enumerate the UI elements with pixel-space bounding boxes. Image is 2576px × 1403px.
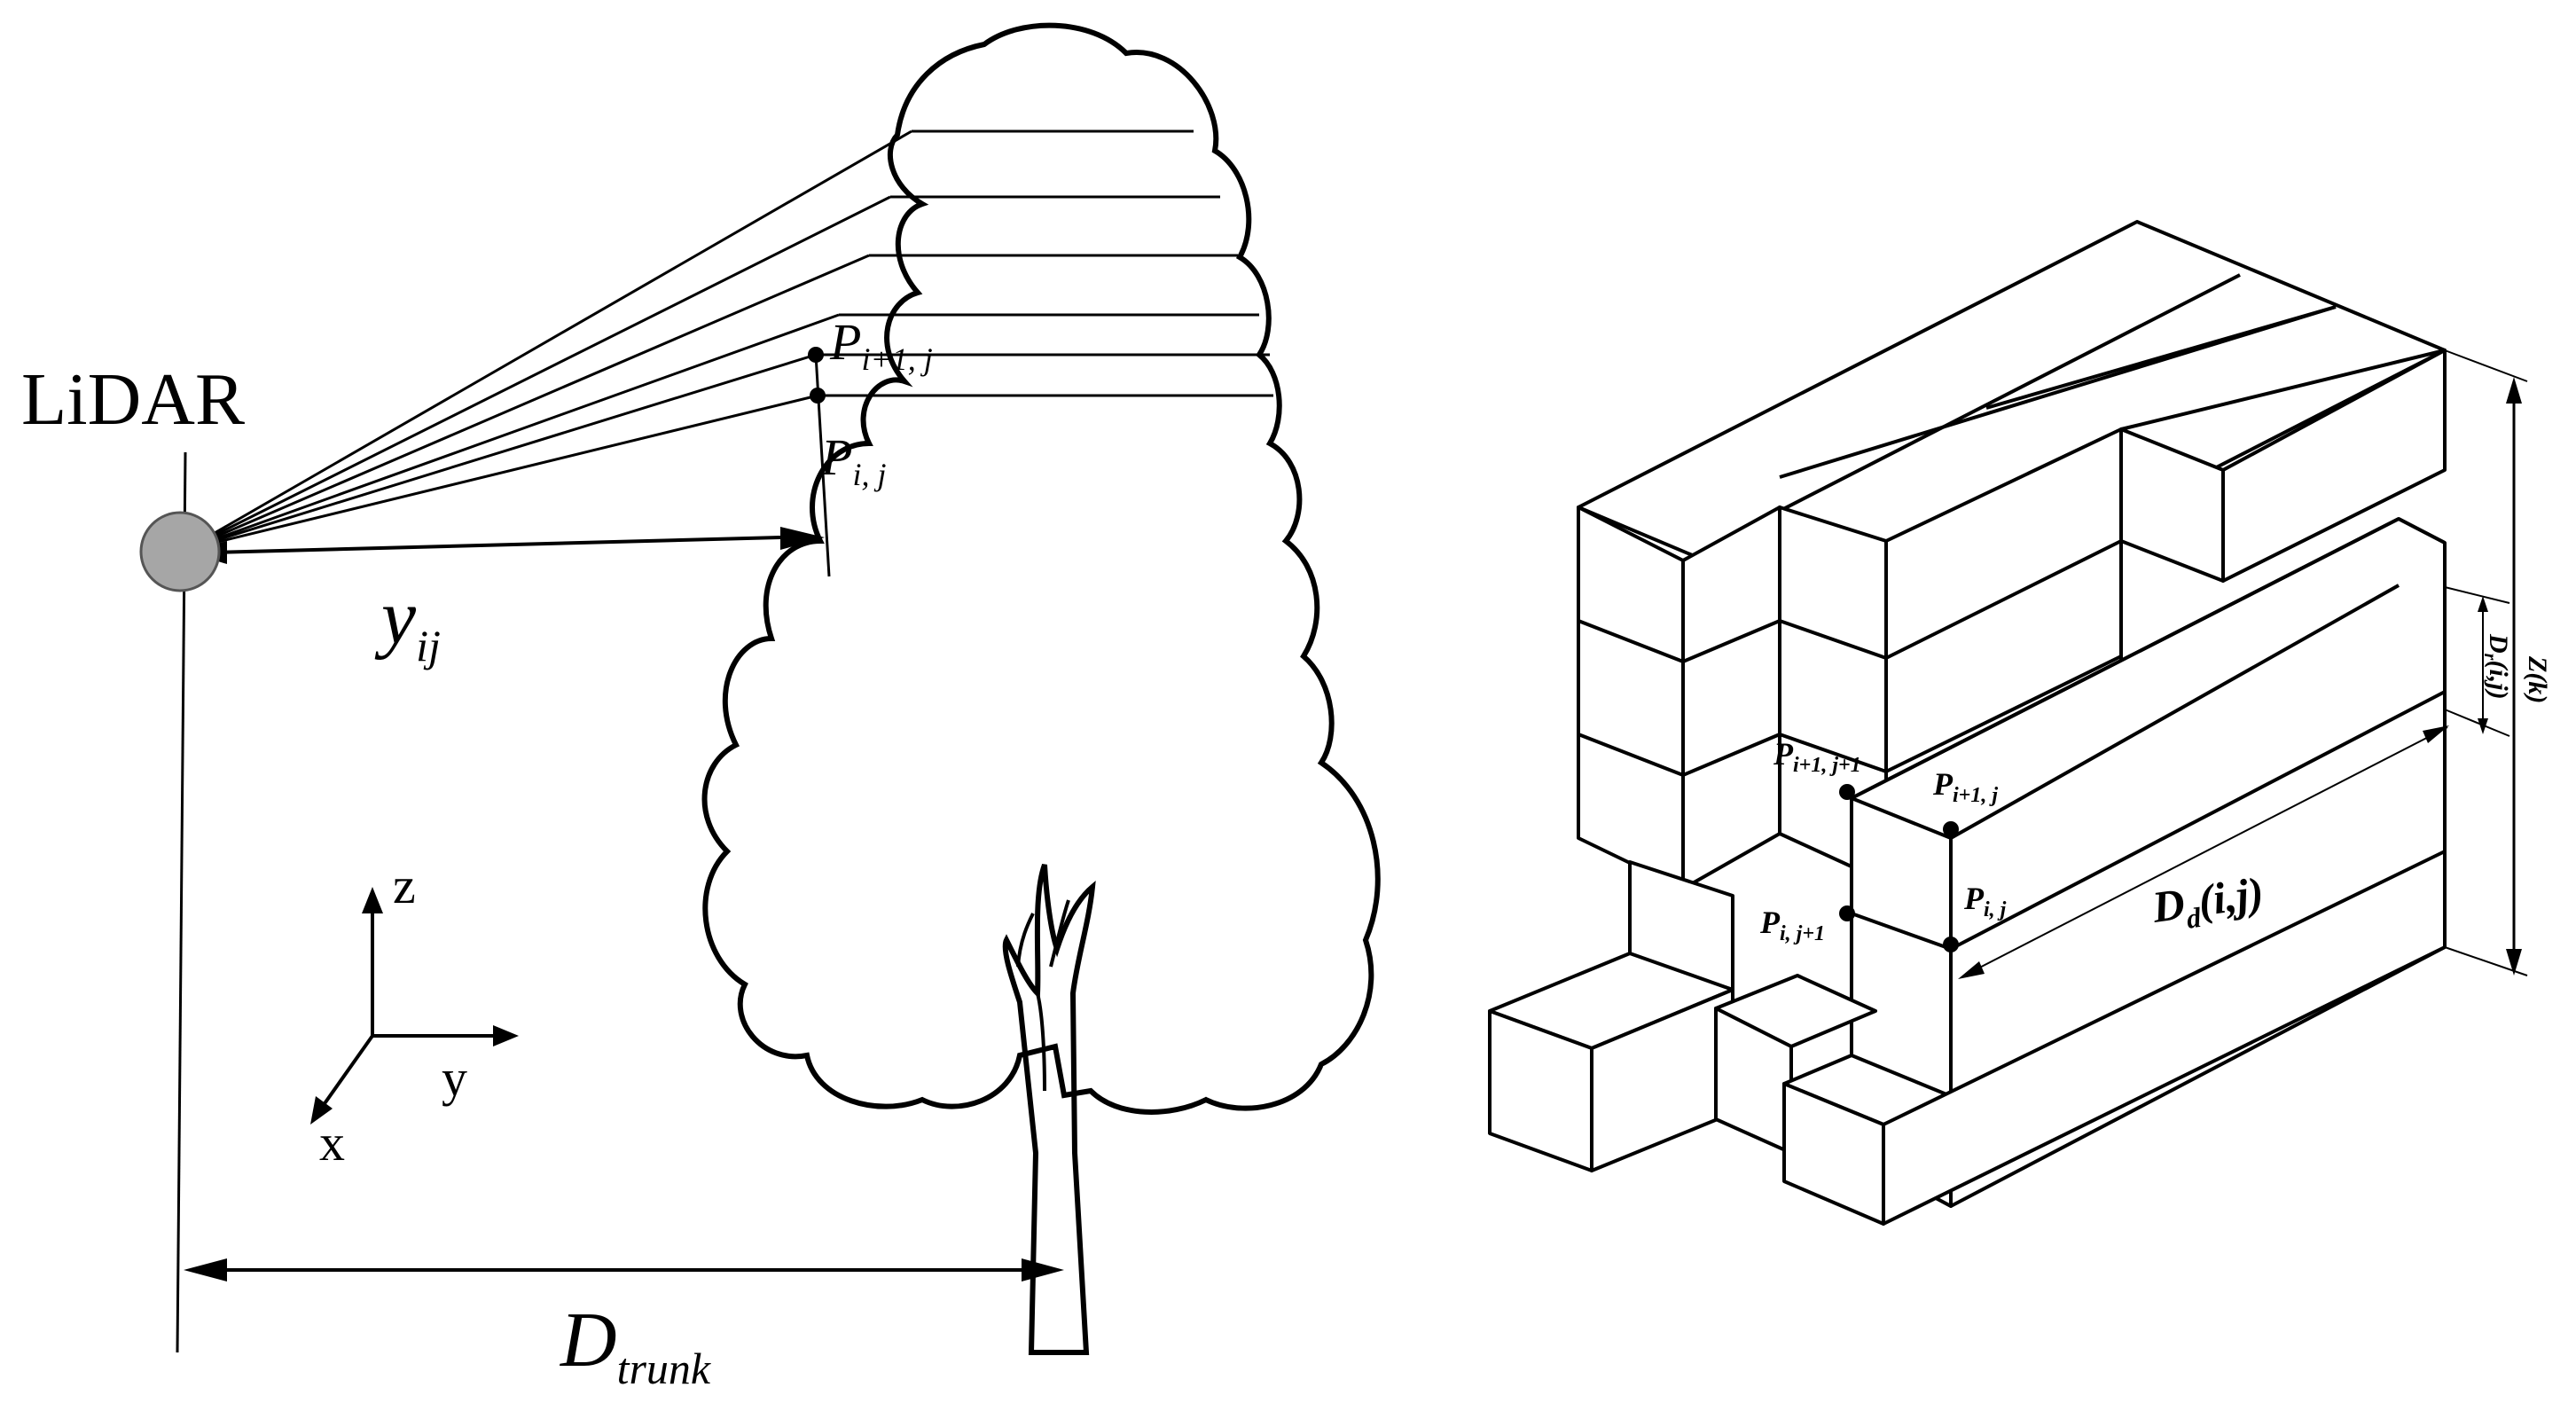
point-upper-label: Pi+1, j xyxy=(829,313,933,377)
point-ij1-1-label: Pi+1, j+1 xyxy=(1773,736,1861,777)
trunk-branch-lines xyxy=(1016,899,1070,1092)
point-i-j xyxy=(1943,937,1959,952)
axis-y-label: y xyxy=(442,1049,467,1107)
zk-arrow-top xyxy=(2506,377,2522,404)
voxel-bottom-blocks xyxy=(1488,850,2447,1226)
depth-dimension-line xyxy=(1963,726,2448,976)
coordinate-axes xyxy=(310,887,519,1125)
point-i1-j xyxy=(1943,821,1959,837)
point-i-j1-label: Pi, j+1 xyxy=(1759,905,1825,945)
depth-arrow-start xyxy=(1958,961,1985,979)
small-dim-arrow-bottom xyxy=(2478,718,2488,734)
point-i-j-label: Pi, j xyxy=(1963,881,2007,921)
point-lower xyxy=(810,388,826,404)
small-dim-label: Dr(i,j) xyxy=(2480,633,2513,700)
point-lower-label: Pi, j xyxy=(820,428,886,492)
axis-x-label: x xyxy=(319,1114,345,1172)
left-panel: LiDAR yij Pi+1, j Pi, j z y x Dtrunk xyxy=(21,22,1381,1393)
trunk-distance-label: Dtrunk xyxy=(560,1297,711,1393)
range-label: yij xyxy=(374,575,441,670)
point-upper xyxy=(808,347,824,363)
depth-arrow-end xyxy=(2423,725,2449,743)
depth-label: Dd(i,j) xyxy=(2149,867,2267,939)
tree-trunk xyxy=(1002,863,1096,1355)
point-i1-j-label: Pi+1, j xyxy=(1932,766,1998,807)
range-arrow xyxy=(212,536,781,554)
tree-canopy xyxy=(701,22,1381,1115)
range-arrowhead-right xyxy=(780,527,825,550)
small-dim-extension-bottom xyxy=(2444,709,2510,737)
small-dim-arrow-top xyxy=(2478,596,2488,612)
zk-arrow-bottom xyxy=(2506,949,2522,976)
trunk-arrowhead-right xyxy=(1022,1258,1064,1282)
small-dim-extension-top xyxy=(2444,586,2510,604)
voxel-left-stack xyxy=(1577,506,1781,992)
zk-extension-top xyxy=(2444,349,2528,382)
right-panel: Pi+1, j+1 Pi+1, j Pi, j+1 Pi, j Dd(i,j) … xyxy=(1488,220,2552,1226)
lidar-rays xyxy=(184,129,912,552)
trunk-arrowhead-left xyxy=(184,1258,227,1282)
lidar-sensor xyxy=(139,511,221,592)
zk-label: Z(k) xyxy=(2523,655,2552,703)
sensor-label: LiDAR xyxy=(21,358,245,441)
point-ij1-1 xyxy=(1839,784,1855,800)
point-i-j1 xyxy=(1839,905,1855,921)
canopy-scan-slices xyxy=(816,129,1273,397)
axis-z-label: z xyxy=(393,857,416,914)
sensor-vertical-line xyxy=(176,451,187,1353)
